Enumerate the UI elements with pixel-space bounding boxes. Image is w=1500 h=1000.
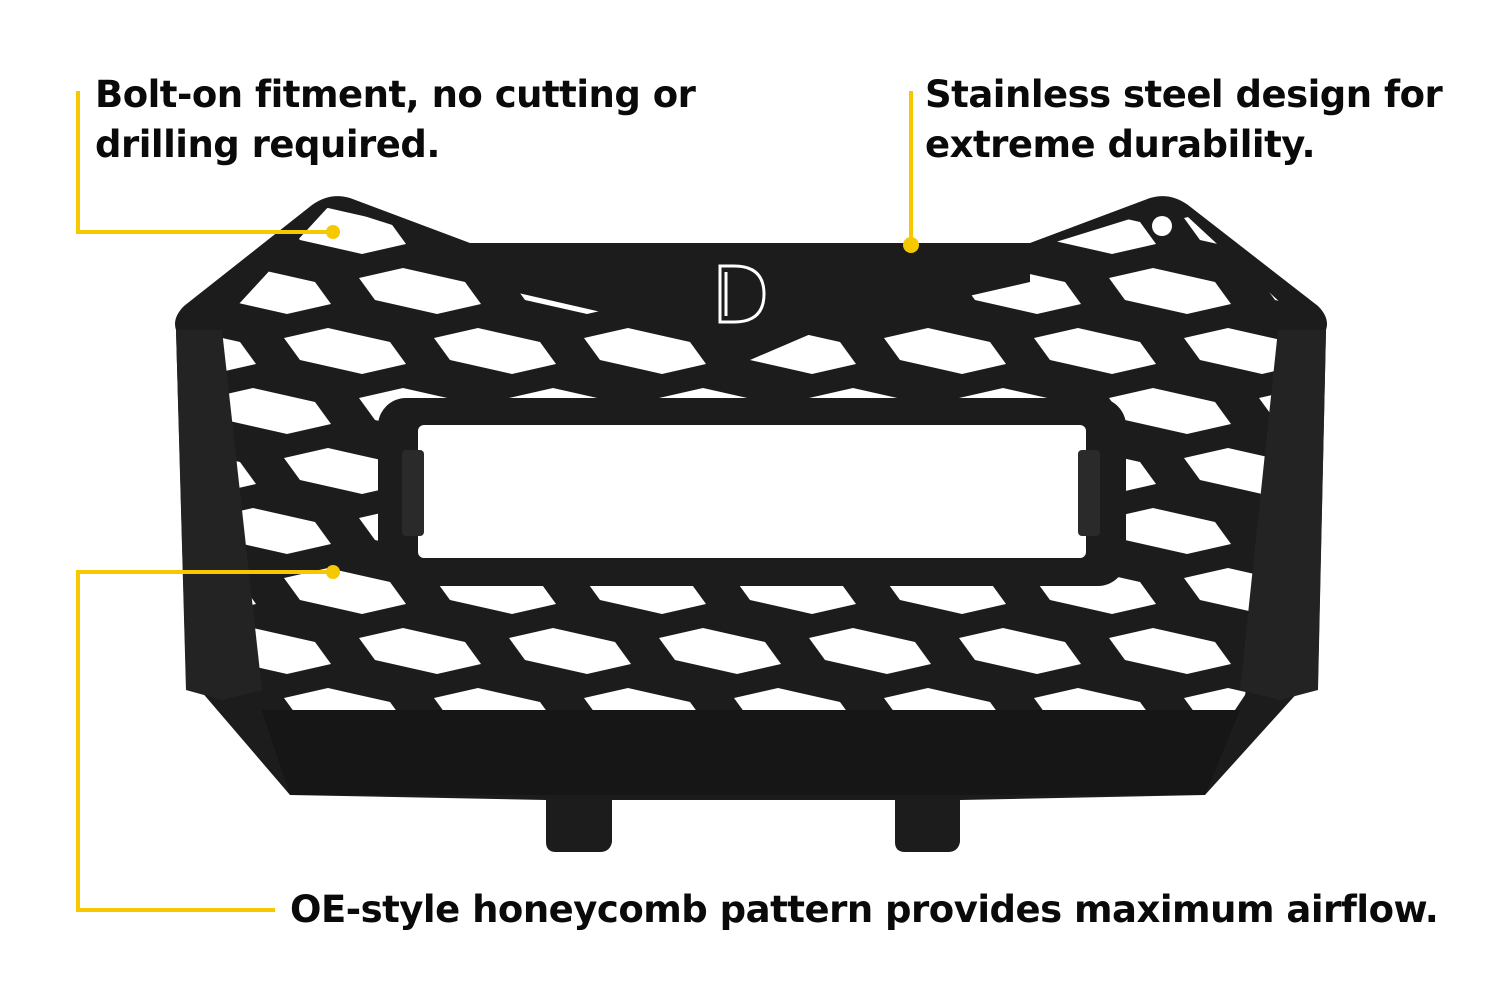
callout-dot-stainless <box>903 237 919 253</box>
callout-honeycomb-line1: OE-style honeycomb pattern provides maxi… <box>290 888 1439 931</box>
bottom-bar <box>262 710 1240 795</box>
callout-dot-honeycomb <box>326 565 340 579</box>
lightbar-bracket-right <box>1078 450 1100 536</box>
callout-bolt-on-line2: drilling required. <box>95 123 440 166</box>
callout-stainless-line1: Stainless steel design for <box>925 73 1443 116</box>
callout-bolt-on-line1: Bolt-on fitment, no cutting or <box>95 73 696 116</box>
right-rail <box>1240 330 1326 700</box>
left-rail <box>176 330 262 700</box>
lightbar-bracket-left <box>402 450 424 536</box>
callout-stainless: Stainless steel design for extreme durab… <box>925 70 1443 170</box>
callout-stainless-line2: extreme durability. <box>925 123 1316 166</box>
mounting-hole-right <box>1152 216 1172 236</box>
callout-connector-honeycomb <box>76 570 333 912</box>
callout-dot-bolt-on <box>326 225 340 239</box>
top-bar <box>470 243 1030 360</box>
callout-connector-bolt-on <box>76 91 333 234</box>
callout-honeycomb: OE-style honeycomb pattern provides maxi… <box>290 885 1439 935</box>
callout-bolt-on: Bolt-on fitment, no cutting or drilling … <box>95 70 696 170</box>
brand-logo-icon <box>718 264 766 324</box>
mounting-hole-left <box>333 222 353 242</box>
lightbar-opening <box>418 425 1086 558</box>
